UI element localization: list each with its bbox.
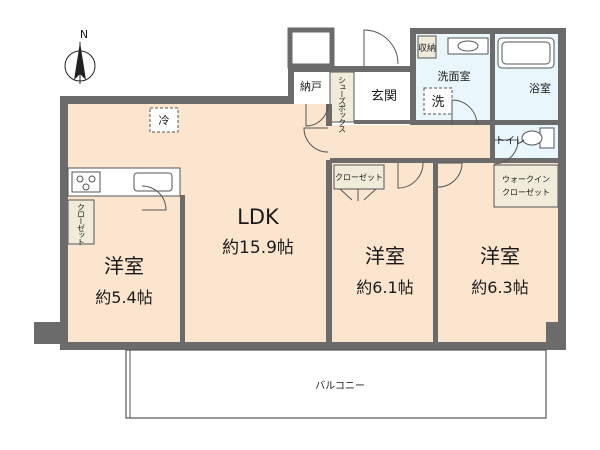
shoe-box	[329, 71, 355, 123]
floor-western-2	[330, 162, 436, 344]
labels: N LDK 約15.9帖 洋室 約5.4帖 洋室 約6.1帖 洋室 約6.3帖 …	[77, 28, 552, 392]
washer-label: 洗	[431, 95, 444, 110]
balcony-label: バルコニー	[315, 380, 365, 392]
western-3-area: 約6.3帖	[471, 278, 528, 297]
closet-mid-label: クローゼット	[335, 172, 383, 182]
shoe-box-label: シューズボックス	[338, 76, 347, 133]
floors	[66, 34, 560, 418]
ldk-name: LDK	[237, 205, 280, 229]
toilet-bowl	[521, 130, 543, 146]
wall-right	[558, 28, 566, 350]
wall-corridor-bottom	[330, 158, 558, 163]
floor-storage-closet	[292, 72, 330, 102]
wall-left	[60, 96, 68, 346]
western-3-name: 洋室	[480, 244, 520, 268]
wall-wash-bath	[490, 34, 495, 162]
closet-mid-box	[333, 164, 385, 190]
wall-wet-top	[410, 28, 564, 34]
western-1-name: 洋室	[104, 254, 144, 278]
entrance-label: 玄関	[371, 89, 397, 104]
closet-left-box	[67, 199, 95, 245]
wall-entrance-top	[354, 66, 416, 72]
western-2-area: 約6.1帖	[356, 278, 413, 297]
toilet-door	[493, 139, 519, 165]
closet-left-label: クローゼット	[77, 203, 86, 246]
wash-basin	[447, 37, 489, 55]
fridge-box	[149, 107, 179, 133]
balcony-rail	[125, 349, 547, 419]
washer-box	[423, 87, 453, 115]
storage-closet-label: 納戸	[300, 80, 322, 93]
basin-bowl	[457, 40, 479, 52]
walk-in-closet-box	[493, 164, 559, 208]
fridge-label: 冷	[159, 114, 170, 127]
floor-balcony	[126, 350, 546, 418]
closets	[67, 35, 559, 245]
wall-duct	[287, 27, 335, 69]
wall-storage-left	[288, 66, 294, 104]
wall-ledge-left	[34, 322, 66, 344]
doors	[141, 29, 519, 211]
western1-door	[141, 185, 167, 211]
wall-ldk-corridor	[326, 104, 332, 126]
toilet-label: トイレ	[495, 136, 525, 147]
wall-ldk-western2	[326, 160, 332, 346]
storage-box	[417, 35, 437, 59]
stove	[71, 171, 101, 193]
western3-door	[437, 162, 463, 188]
wall-ldk-western1	[180, 195, 185, 345]
closet-mid-doors	[339, 188, 377, 201]
compass-north-label: N	[80, 28, 88, 41]
storage-door	[305, 103, 329, 127]
ldk-area: 約15.9帖	[222, 238, 294, 258]
washroom-label: 洗面室	[438, 69, 471, 83]
wall-top-ldk	[60, 96, 292, 104]
wall-western2-3	[433, 160, 438, 346]
bathroom-label: 浴室	[529, 81, 551, 95]
burner-3	[82, 183, 90, 191]
ldk-door	[303, 127, 329, 153]
wall-storage-top	[288, 66, 356, 72]
wall-bottom	[60, 342, 566, 350]
walls	[34, 27, 566, 350]
walk-in-closet-label-1: ウォークイン	[502, 175, 550, 184]
balcony	[125, 349, 547, 419]
burner-1	[76, 175, 84, 183]
compass	[64, 42, 96, 84]
kitchen-counter	[67, 107, 181, 197]
bathtub	[497, 37, 555, 69]
storage-label: 収納	[418, 42, 436, 54]
floor-entrance	[355, 72, 415, 122]
wall-wet-bottom	[410, 120, 560, 125]
burner-2	[88, 175, 96, 183]
wall-ledge-right	[546, 322, 566, 350]
washroom-door	[451, 99, 478, 126]
western-2-name: 洋室	[365, 244, 405, 268]
western-1-area: 約5.4帖	[95, 288, 152, 307]
bathtub-inner	[501, 41, 551, 65]
wall-wet-left	[410, 28, 416, 122]
wall-entrance-bottom	[354, 120, 414, 124]
western2-door	[397, 162, 424, 189]
bath-fixtures	[423, 37, 555, 149]
entrance-door	[363, 29, 399, 66]
walk-in-closet-label-2: クローゼット	[502, 187, 550, 197]
